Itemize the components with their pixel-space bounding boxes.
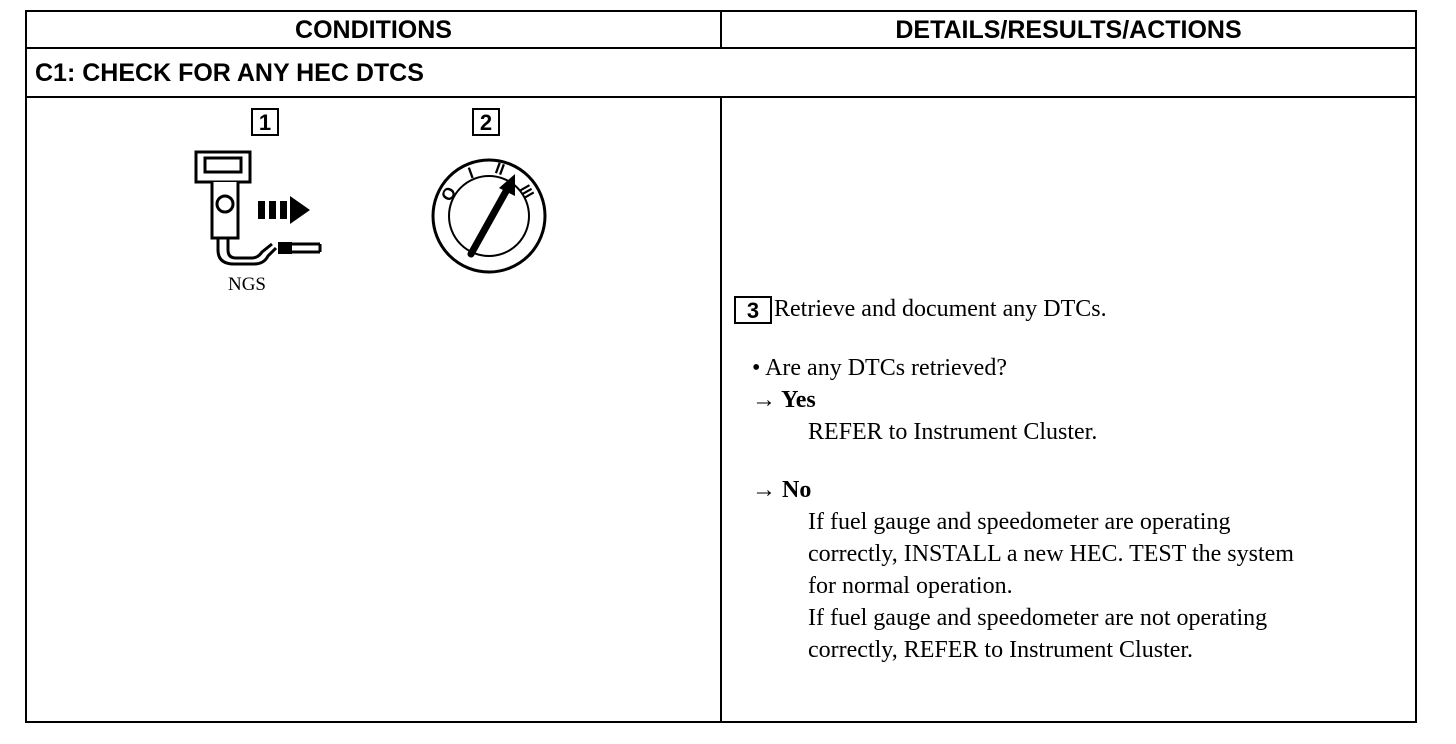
table-header-row: CONDITIONS DETAILS/RESULTS/ACTIONS (27, 12, 1415, 49)
ignition-switch-icon: O I II III (431, 158, 547, 274)
conditions-cell: 1 2 NGS (27, 98, 722, 721)
step-3-box: 3 (734, 296, 772, 324)
section-title: C1: CHECK FOR ANY HEC DTCS (27, 49, 1415, 98)
ignition-pos-1: I (466, 165, 476, 182)
ngs-scan-tool-icon (194, 150, 322, 266)
no-action-line-3: for normal operation. (808, 573, 1013, 599)
no-action-line-4: If fuel gauge and speedometer are not op… (808, 605, 1268, 631)
yes-action-text: REFER to Instrument Cluster. (808, 419, 1098, 445)
step-row: 1 2 NGS (27, 98, 1415, 721)
details-header: DETAILS/RESULTS/ACTIONS (895, 16, 1242, 44)
step-1-box: 1 (251, 108, 279, 136)
conditions-header: CONDITIONS (27, 12, 722, 47)
no-action-line-2: correctly, INSTALL a new HEC. TEST the s… (808, 541, 1294, 567)
no-action-line-1: If fuel gauge and speedometer are operat… (808, 509, 1231, 535)
diagnostic-table: CONDITIONS DETAILS/RESULTS/ACTIONS C1: C… (25, 10, 1417, 723)
question-text: • Are any DTCs retrieved? (752, 355, 1007, 381)
ngs-label: NGS (227, 274, 266, 295)
no-action-line-5: correctly, REFER to Instrument Cluster. (808, 637, 1194, 663)
step-3-text: Retrieve and document any DTCs. (774, 296, 1107, 322)
step-2-box: 2 (472, 108, 500, 136)
no-branch-label: → No (752, 477, 812, 503)
yes-branch-label: → Yes (752, 387, 816, 413)
